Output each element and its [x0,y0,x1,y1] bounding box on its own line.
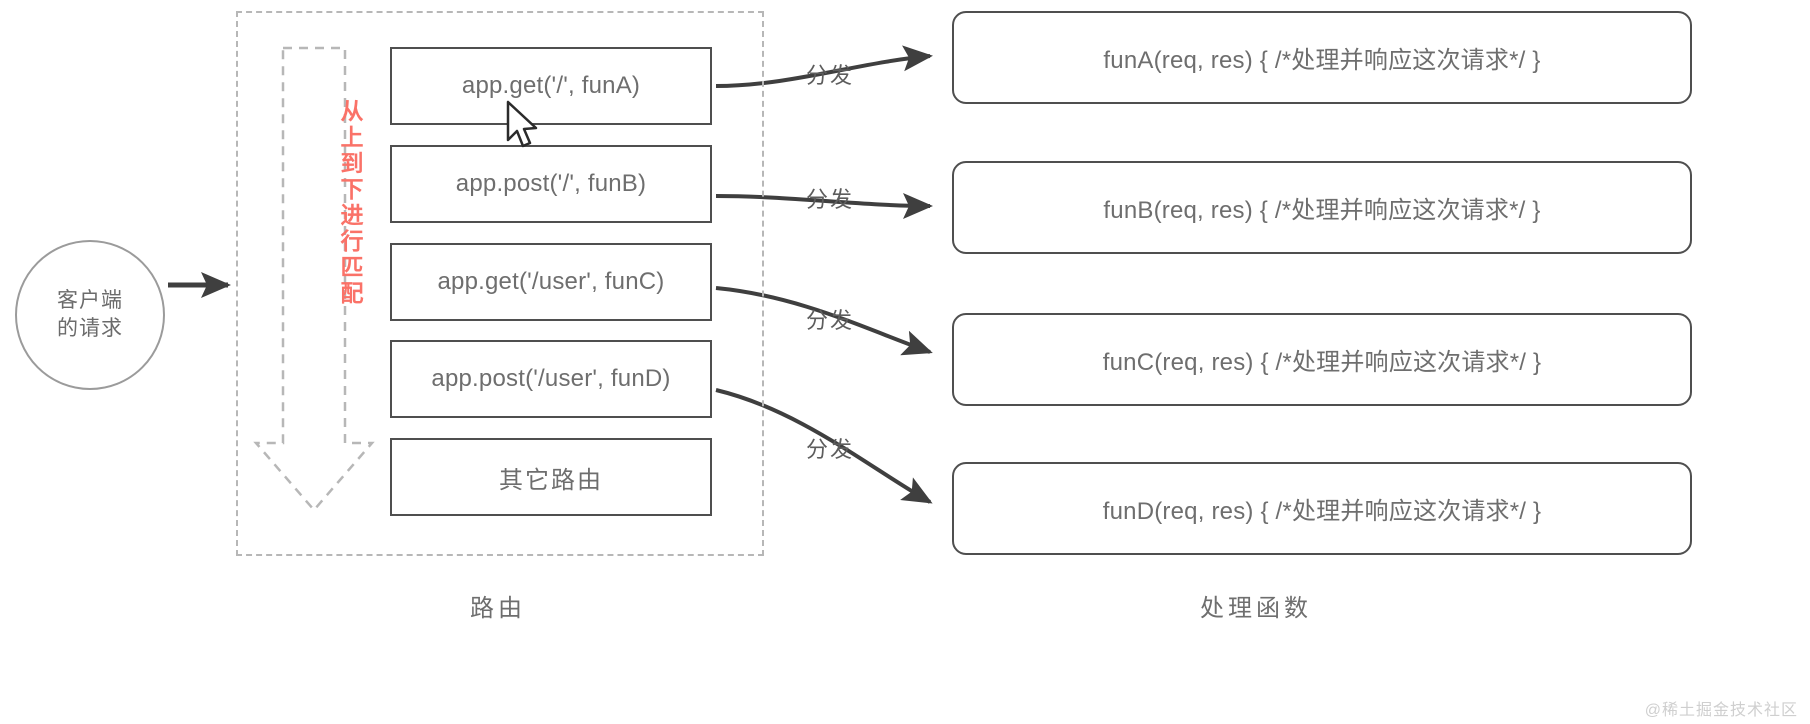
match-order-char-1: 上 [340,123,364,150]
client-request-line2: 的请求 [57,317,123,340]
watermark: @稀土掘金技术社区 [1644,702,1798,719]
dashed-down-arrow [253,46,375,512]
route-panel-container [236,11,764,556]
route-box-post-user[interactable]: app.post('/user', funD) [390,340,712,418]
match-order-char-3: 下 [340,175,364,202]
caption-route: 路由 [470,595,526,622]
route-box-other-routes[interactable]: 其它路由 [390,438,712,516]
match-order-char-2: 到 [340,149,364,176]
match-order-char-0: 从 [340,98,364,124]
client-request-node: 客户端 的请求 [15,240,165,390]
match-order-char-5: 行 [340,227,364,254]
route-box-get-user[interactable]: app.get('/user', funC) [390,243,712,321]
match-order-char-4: 进 [340,201,364,228]
caption-handler: 处理函数 [1200,595,1312,622]
arrow-dispatch-b [715,192,933,219]
dispatch-label-d: 分发 [806,437,855,462]
handler-box-funa[interactable]: funA(req, res) { /*处理并响应这次请求*/ } [952,11,1692,104]
dispatch-label-b: 分发 [806,187,855,212]
client-request-line1: 客户端 [57,288,123,312]
handler-box-func[interactable]: funC(req, res) { /*处理并响应这次请求*/ } [952,313,1692,406]
dispatch-label-a: 分发 [806,63,855,88]
route-box-get-root[interactable]: app.get('/', funA) [390,47,712,125]
handler-box-funb[interactable]: funB(req, res) { /*处理并响应这次请求*/ } [952,161,1692,254]
arrow-dispatch-a [715,45,933,88]
match-order-annotation: 从 上 到 下 进 行 匹 配 [330,98,374,306]
handler-box-fund[interactable]: funD(req, res) { /*处理并响应这次请求*/ } [952,462,1692,555]
arrow-dispatch-c [715,286,933,356]
dispatch-label-c: 分发 [806,308,855,333]
match-order-char-7: 配 [340,279,364,306]
route-box-post-root[interactable]: app.post('/', funB) [390,145,712,223]
mouse-cursor-icon [506,100,538,148]
match-order-char-6: 匹 [340,253,364,280]
arrow-dispatch-d [715,388,933,504]
